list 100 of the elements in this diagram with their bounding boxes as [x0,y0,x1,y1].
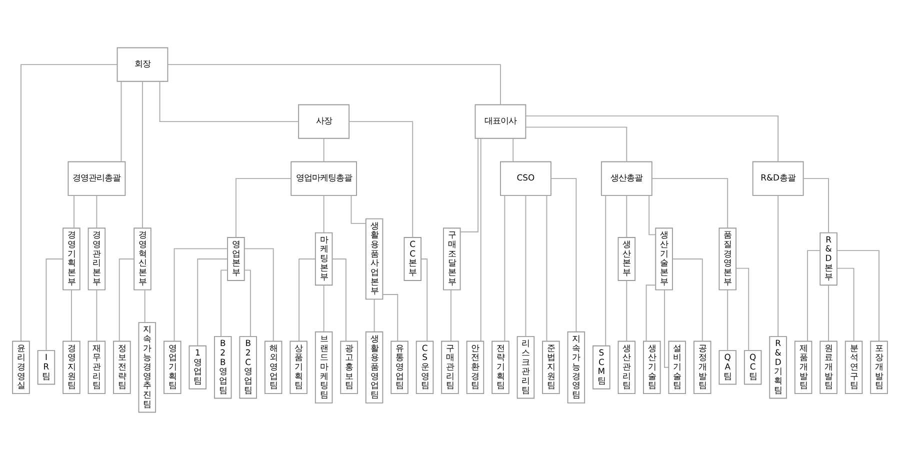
connector [626,194,628,238]
node-box: R&D총괄 [752,160,804,196]
connector [807,250,820,342]
connector [46,258,64,350]
node-box: 지속가능경영팀 [567,330,586,403]
connector [70,289,72,342]
connector [550,178,577,332]
node-box: 생산총괄 [600,160,652,196]
node-box: 원료개발팀 [820,340,838,394]
node-box: 안전환경팀 [466,340,484,394]
connector [374,298,375,332]
node-box: 경영기획본부 [62,227,80,290]
node-box: 포장개발팀 [870,340,888,394]
node-box: CS운영팀 [416,340,434,394]
connector [828,284,830,341]
node-box: 경영관리본부 [88,227,106,290]
node-box: R&D기획팀 [769,336,787,398]
connector [525,115,779,162]
node-box: 분석연구팀 [844,340,863,394]
connector [159,80,300,122]
node-box: 마케팅본부 [314,232,333,286]
connector [382,294,398,342]
connector [778,194,779,336]
connector [197,258,228,346]
connector [348,120,414,238]
connector [323,194,324,233]
connector [605,194,606,346]
connector [672,258,703,342]
connector [512,138,514,162]
connector [420,258,428,342]
node-box: 대표이사 [474,104,526,138]
node-box: 브랜드마케팅팀 [314,330,333,403]
connector [120,80,122,162]
connector [803,178,830,233]
node-box: 생산기술팀 [643,340,661,394]
node-box: 재무관리팀 [88,340,106,394]
node-box: 유통영업팀 [390,340,408,394]
node-box: 생활용품영업팀 [365,330,384,403]
connector [220,269,228,336]
connector [450,289,452,342]
node-box: B2C영업팀 [239,336,257,398]
node-box: CC본부 [404,236,422,280]
node-box: 경영혁신본부 [134,227,152,290]
connector [480,138,482,341]
connector [174,248,228,342]
connector [298,258,316,342]
node-box: 준법지원팀 [542,340,560,394]
node-box: 생산기술본부 [655,227,673,290]
connector [526,126,628,162]
connector [626,280,628,342]
connector [836,267,854,342]
node-box: 구매관리팀 [441,340,459,394]
connector [96,289,98,342]
connector [727,289,728,350]
node-box: 설비기술팀 [668,340,686,394]
node-box: 구매조달본부 [442,227,461,290]
node-box: 생활용품사업본부 [365,218,384,300]
connector [652,178,728,228]
node-box: 경영관리총괄 [68,160,126,196]
node-box: B2B영업팀 [214,336,232,398]
connector [96,194,98,228]
connector [646,284,656,341]
node-box: 회장 [116,46,168,82]
node-box: 생산관리팀 [618,340,636,394]
connector [836,250,880,342]
connector [244,248,274,342]
node-box: 영업기획팀 [164,340,182,394]
node-box: 공정개발팀 [693,340,712,394]
node-box: 윤리경영실 [12,340,30,394]
connector [648,194,656,235]
connector [504,194,506,341]
node-box: 리스크관리팀 [516,336,535,398]
connector [525,194,526,336]
node-box: 1영업팀 [188,344,207,389]
node-box: SCM팀 [592,344,610,389]
connector [236,178,292,238]
connector [323,284,324,332]
node-box: 해외영업팀 [264,340,282,394]
connector [167,64,501,104]
node-box: 전략기획팀 [492,340,510,394]
node-box: IR팀 [37,350,56,384]
connector [20,64,118,342]
connector [142,80,143,228]
node-box: 제품개발팀 [794,340,812,394]
node-box: QC팀 [744,350,762,384]
node-box: 품질경영본부 [718,227,736,290]
node-box: QA팀 [718,350,736,384]
node-box: 정보전략팀 [113,340,131,394]
node-box: 광고홍보팀 [340,340,358,394]
connector [244,269,251,336]
connector [546,194,548,341]
connector [332,258,346,342]
node-box: 경영지원팀 [62,340,80,394]
connector [323,138,324,162]
node-box: 상품기획팀 [290,340,308,394]
connector [118,258,134,342]
node-box: 영업마케팅총괄 [290,160,357,196]
node-box: R&D본부 [820,232,838,286]
connector [350,194,366,224]
node-box: 사장 [298,104,350,138]
